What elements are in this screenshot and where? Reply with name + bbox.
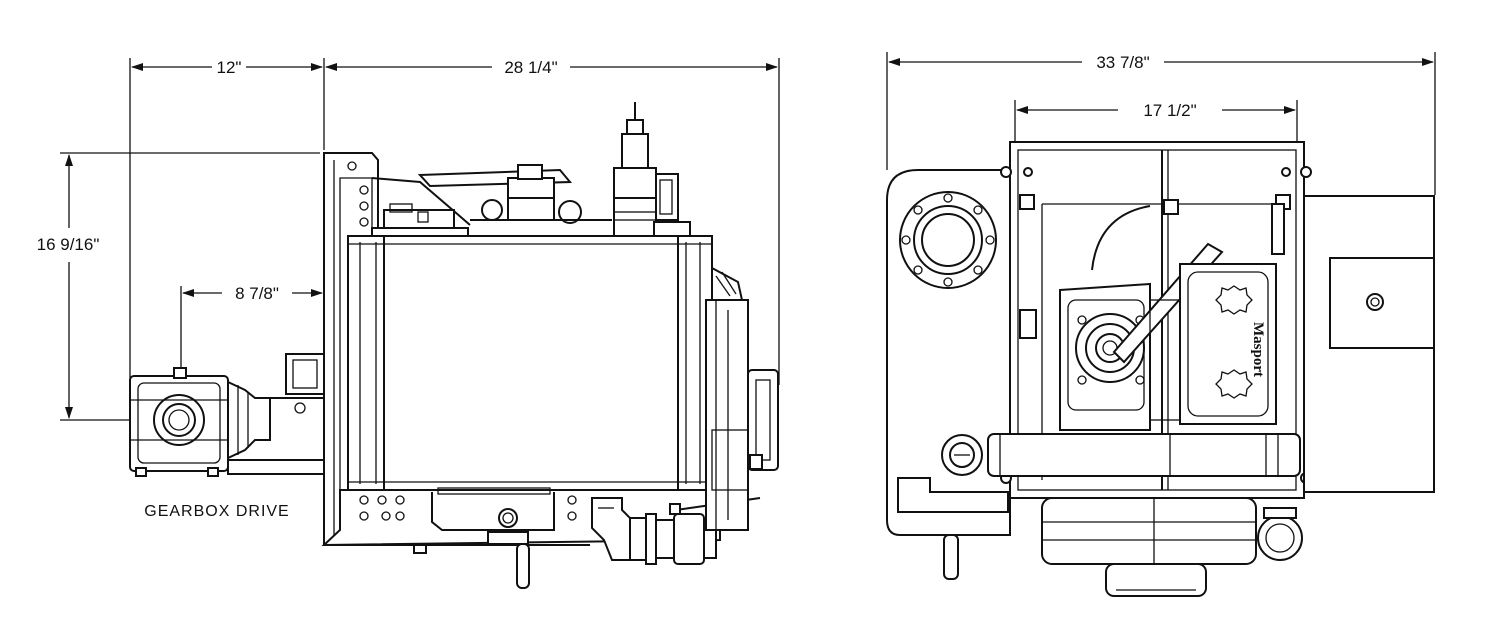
- dim-label-17-1-2in: 17 1/2": [1143, 101, 1196, 120]
- dimension-shaft-offset: 8 7/8": [180, 284, 323, 372]
- dimension-overall-width: 33 7/8": [886, 52, 1436, 195]
- bottom-motor: [1041, 497, 1303, 597]
- drive-coupling: [270, 353, 325, 414]
- dim-label-28-1-4in: 28 1/4": [504, 58, 557, 77]
- dim-label-33-7-8in: 33 7/8": [1096, 53, 1149, 72]
- dimension-overall-length: 28 1/4": [325, 58, 780, 385]
- pump-body: Masport: [1059, 205, 1277, 431]
- dim-label-12in: 12": [217, 58, 242, 77]
- end-view: 33 7/8" 17 1/2": [886, 52, 1436, 597]
- tank-top-fittings: [371, 102, 691, 239]
- brand-mark-masport: Masport: [1250, 322, 1266, 377]
- gearbox-drive-label: GEARBOX DRIVE: [144, 503, 289, 520]
- inlet-housing: [886, 169, 1011, 580]
- dim-label-16-9-16in: 16 9/16": [37, 235, 100, 254]
- dimension-gearbox-width: 12": [129, 58, 325, 420]
- side-view: 12" 28 1/4" 16 9/16" 8 7/8": [37, 58, 780, 589]
- gearbox: [129, 367, 325, 477]
- dimension-frame-width: 17 1/2": [1014, 100, 1298, 142]
- tank-body: [347, 235, 713, 491]
- pump-head: [705, 266, 779, 531]
- outlet-housing: [1271, 195, 1435, 493]
- dimension-height: 16 9/16": [37, 152, 320, 421]
- dim-label-8-7-8in: 8 7/8": [235, 284, 279, 303]
- horizontal-pipe: [987, 433, 1301, 477]
